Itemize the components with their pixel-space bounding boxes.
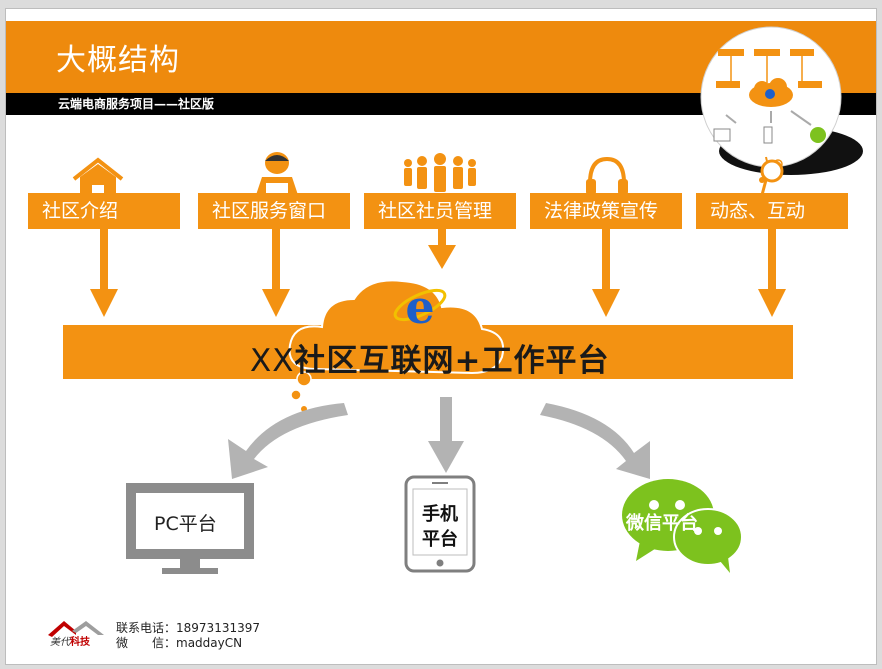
wechat-id-label: 微 信： <box>116 636 177 650</box>
brand-script: 美代 <box>50 637 70 648</box>
module-box-1: 社区介绍 <box>28 193 180 229</box>
platform-prefix: XX <box>250 343 295 379</box>
page-title: 大概结构 <box>56 43 180 78</box>
mobile-label-line-2: 平台 <box>422 529 458 550</box>
chat-bubble-icon <box>759 159 784 196</box>
headset-icon <box>586 156 628 195</box>
module-box-2: 社区服务窗口 <box>198 193 350 229</box>
phone-label: 联系电话： <box>116 621 177 635</box>
cloud-icon <box>288 279 504 413</box>
brand-name: 美代科技 <box>50 633 90 648</box>
platform-name: 社区互联网+工作平台 <box>294 343 610 379</box>
wechat-id: maddayCN <box>176 636 243 650</box>
subheader-bar <box>6 93 876 115</box>
phone-number: 18973131397 <box>176 621 260 635</box>
module-box-5: 动态、互动 <box>696 193 848 229</box>
ie-logo-icon: e <box>393 281 447 334</box>
subtitle: 云端电商服务项目——社区版 <box>58 97 215 111</box>
pc-platform-label: PC平台 <box>154 513 217 535</box>
module-box-3: 社区社员管理 <box>364 193 516 229</box>
service-person-icon <box>256 152 298 195</box>
platform-title: XX社区互联网+工作平台 <box>250 335 609 380</box>
pc-monitor-icon <box>126 483 254 574</box>
module-arrows <box>90 229 786 317</box>
wechat-icon <box>622 479 743 573</box>
thumbnail-diagram-icon <box>700 26 863 175</box>
mobile-platform-label: 手机 平台 <box>411 502 469 552</box>
phone-icon <box>404 475 476 573</box>
house-icon <box>72 157 124 197</box>
contact-info: 联系电话：18973131397 微 信：maddayCN <box>116 621 260 651</box>
brand-word: 科技 <box>70 637 90 648</box>
terminal-arrows <box>228 397 650 479</box>
slide: 大概结构 云端电商服务项目——社区版 <box>5 8 877 665</box>
module-box-4: 法律政策宣传 <box>530 193 682 229</box>
people-group-icon <box>404 153 476 192</box>
mobile-label-line-1: 手机 <box>422 504 458 525</box>
brand-logo-icon <box>48 621 104 637</box>
svg-text:e: e <box>405 281 434 334</box>
wechat-platform-label: 微信平台 <box>626 513 698 534</box>
